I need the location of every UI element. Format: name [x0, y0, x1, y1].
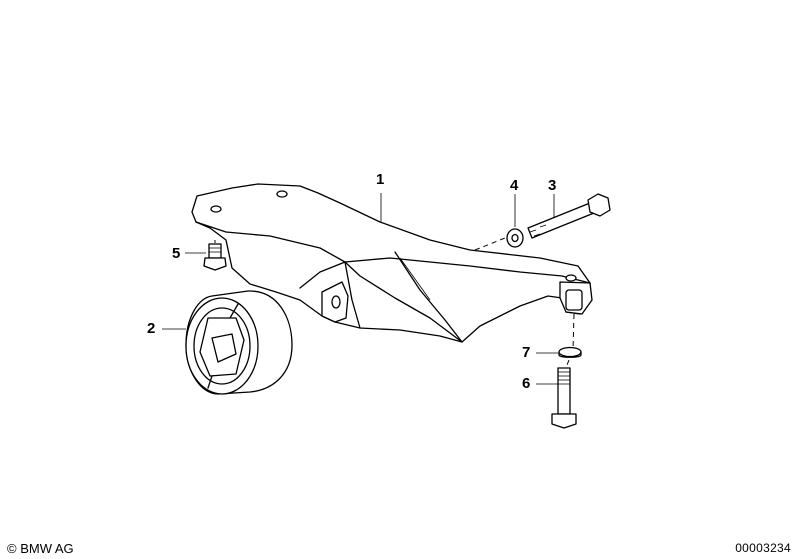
- callout-1: 1: [376, 171, 385, 188]
- hex-bolt-5: [185, 243, 227, 271]
- hex-bolt-6: [536, 367, 577, 429]
- hex-bolt-3: [527, 193, 611, 239]
- callout-7: 7: [522, 344, 531, 361]
- diagram-code: 00003234: [735, 541, 791, 555]
- copyright-text: © BMW AG: [7, 541, 74, 556]
- callout-3: 3: [548, 177, 557, 194]
- callout-2: 2: [147, 320, 156, 337]
- washer-7: [536, 346, 582, 358]
- callout-6: 6: [522, 375, 531, 392]
- washer-4: [506, 194, 524, 248]
- callout-4: 4: [510, 177, 519, 194]
- rubber-mount: [162, 290, 293, 395]
- callout-5: 5: [172, 245, 181, 262]
- crossmember-bracket: [191, 183, 593, 343]
